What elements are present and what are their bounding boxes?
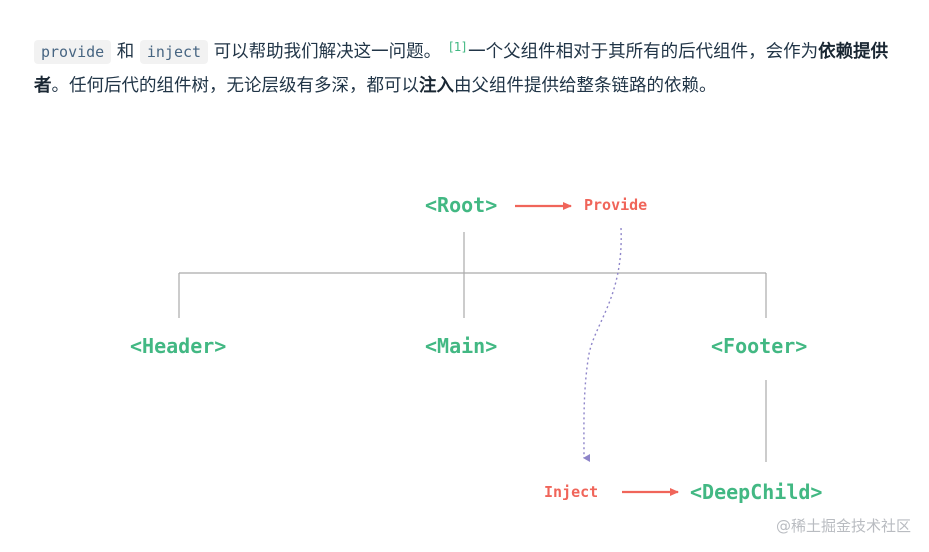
injection-path — [583, 227, 622, 462]
reference-link[interactable]: [1] — [449, 40, 467, 54]
code-inject: inject — [139, 40, 209, 64]
connector-text: 和 — [116, 42, 135, 62]
node-main: <Main> — [425, 334, 498, 358]
bold-provider: 依赖提供者 — [34, 42, 889, 96]
watermark: @稀土掘金技术社区 — [775, 517, 911, 535]
text-2: 一个父组件相对于其所有的后代组件，会作为 — [468, 42, 819, 62]
label-provide: Provide — [584, 196, 648, 214]
text-1: 可以帮助我们解决这一问题。 — [213, 42, 442, 62]
label-inject: Inject — [544, 483, 599, 501]
description-paragraph: provide 和 inject 可以帮助我们解决这一问题。 [1]一个父组件相对… — [34, 30, 904, 103]
code-provide: provide — [34, 40, 112, 64]
node-root: <Root> — [425, 193, 498, 217]
node-deepchild: <DeepChild> — [690, 480, 823, 504]
text-3: 。任何后代的组件树，无论层级有多深，都可以 — [51, 76, 420, 96]
node-footer: <Footer> — [711, 334, 808, 358]
node-header: <Header> — [130, 334, 227, 358]
bold-inject: 注入 — [419, 76, 454, 96]
text-4: 由父组件提供给整条链路的依赖。 — [454, 76, 717, 96]
